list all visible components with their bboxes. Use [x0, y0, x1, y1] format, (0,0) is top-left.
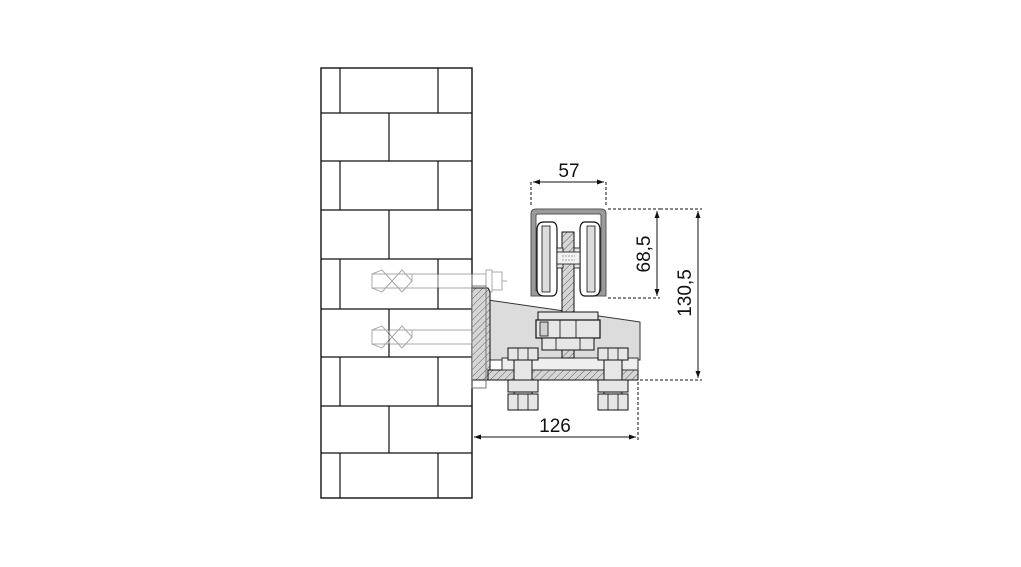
dimension-label-profile-height: 68,5 — [634, 236, 655, 273]
roller-left — [536, 221, 564, 297]
dimension-label-depth: 126 — [539, 416, 571, 437]
roller-axle — [556, 251, 581, 265]
base-bolt-left — [507, 347, 539, 411]
dimension-label-total-height: 130,5 — [675, 269, 696, 317]
base-bolt-right — [597, 347, 629, 411]
wall-anchor-top — [371, 269, 507, 293]
dimension-profile-height: 68,5 — [608, 208, 660, 299]
dimension-bracket-depth: 126 — [474, 382, 639, 440]
dimension-profile-width: 57 — [530, 161, 607, 207]
dimension-label-width: 57 — [558, 161, 579, 182]
track-profile — [530, 208, 607, 297]
dimension-total-height: 130,5 — [640, 208, 702, 381]
